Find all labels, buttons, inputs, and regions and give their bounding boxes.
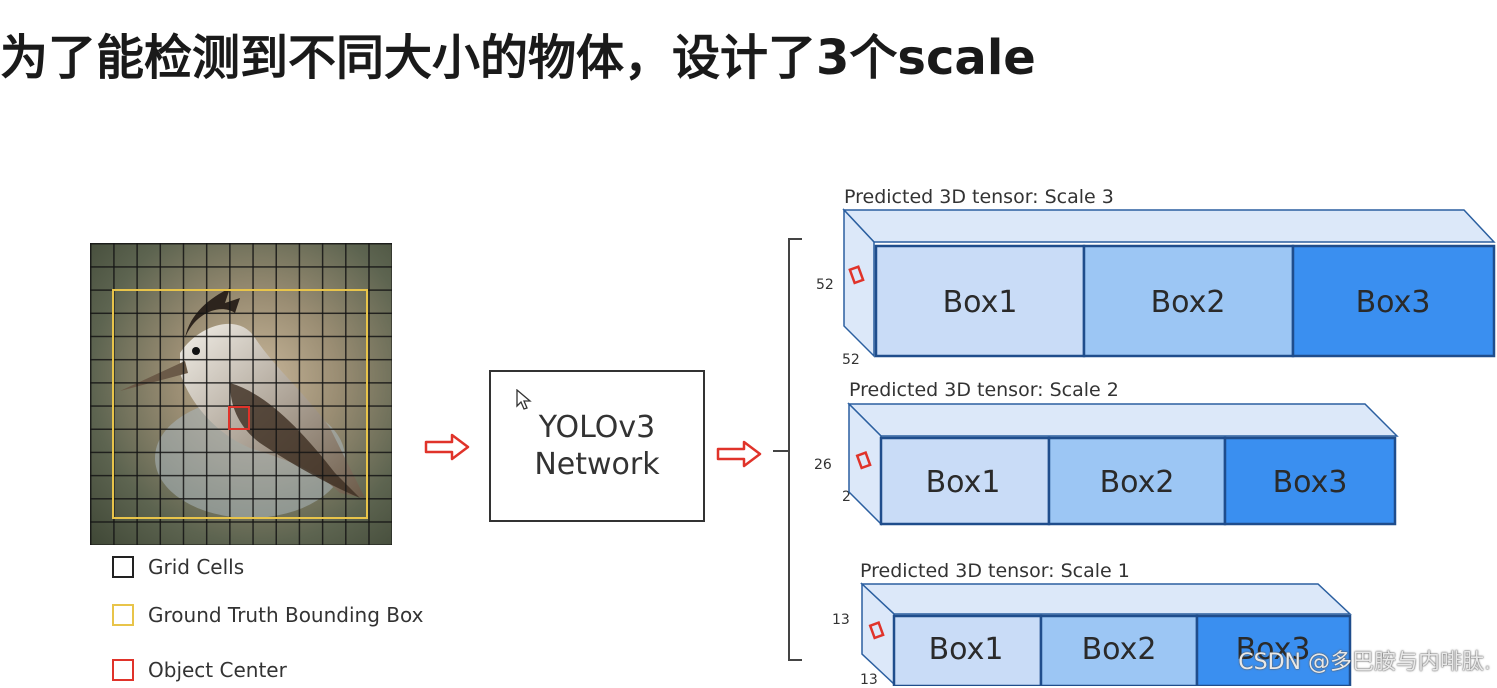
object-center-cell [848, 265, 865, 285]
yolov3-network-box: YOLOv3 Network [489, 370, 705, 522]
scale2-tensor: Box1 Box2 Box3 [847, 402, 1399, 526]
outputs-bracket [788, 238, 802, 661]
box1-cell [879, 436, 1051, 526]
box3-label: Box3 [1356, 285, 1431, 320]
box2-label: Box2 [1082, 632, 1157, 667]
box3-label: Box3 [1273, 465, 1348, 500]
scale1-tensor: Box1 Box2 Box3 [860, 582, 1352, 686]
box1-label: Box1 [929, 632, 1004, 667]
box3-label: Box3 [1236, 632, 1311, 667]
box2-label: Box2 [1100, 465, 1175, 500]
box1-label: Box1 [943, 285, 1018, 320]
box3-cell [1291, 244, 1496, 358]
legend-label: Object Center [148, 658, 287, 682]
object-center-cell [855, 451, 872, 470]
scale3-label: Predicted 3D tensor: Scale 3 [844, 186, 1114, 208]
scale2-dim-w: 2 [842, 489, 851, 505]
network-label-line2: Network [534, 447, 660, 482]
scale3-tensor: Box1 Box2 Box3 [842, 208, 1496, 358]
legend-ground-truth: Ground Truth Bounding Box [112, 603, 423, 627]
bird-image-with-grid [90, 243, 392, 545]
box2-cell [1039, 614, 1199, 686]
arrow-right-icon [424, 433, 470, 461]
box2-cell [1082, 244, 1295, 358]
legend-object-center: Object Center [112, 658, 287, 682]
legend-label: Ground Truth Bounding Box [148, 603, 424, 627]
box2-label: Box2 [1151, 285, 1226, 320]
box1-cell [892, 614, 1043, 686]
object-center-swatch [112, 659, 134, 681]
scale3-dim-w: 52 [842, 352, 860, 368]
arrow-right-icon [716, 440, 762, 468]
box1-label: Box1 [926, 465, 1001, 500]
box3-cell [1223, 436, 1397, 526]
network-label-line1: YOLOv3 [538, 409, 656, 445]
scale2-label: Predicted 3D tensor: Scale 2 [849, 379, 1119, 401]
object-center-cell [868, 621, 885, 640]
mouse-cursor-icon [516, 389, 532, 410]
scale1-dim-h: 13 [832, 612, 850, 628]
grid-cells-swatch [112, 556, 134, 578]
ground-truth-bounding-box [112, 289, 368, 519]
ground-truth-swatch [112, 604, 134, 626]
page-title: 为了能检测到不同大小的物体，设计了3个scale [0, 30, 1036, 86]
csdn-watermark: CSDN @多巴胺与内啡肽. [1238, 650, 1491, 675]
scale1-dim-w: 13 [860, 672, 878, 688]
scale1-label: Predicted 3D tensor: Scale 1 [860, 560, 1130, 582]
scale2-dim-h: 26 [814, 457, 832, 473]
bracket-tick [773, 450, 788, 452]
legend-grid-cells: Grid Cells [112, 555, 244, 579]
box3-cell [1195, 614, 1352, 686]
grid-cells-overlay [90, 243, 392, 545]
object-center-marker [228, 406, 250, 430]
scale3-dim-h: 52 [816, 277, 834, 293]
legend-label: Grid Cells [148, 555, 245, 579]
